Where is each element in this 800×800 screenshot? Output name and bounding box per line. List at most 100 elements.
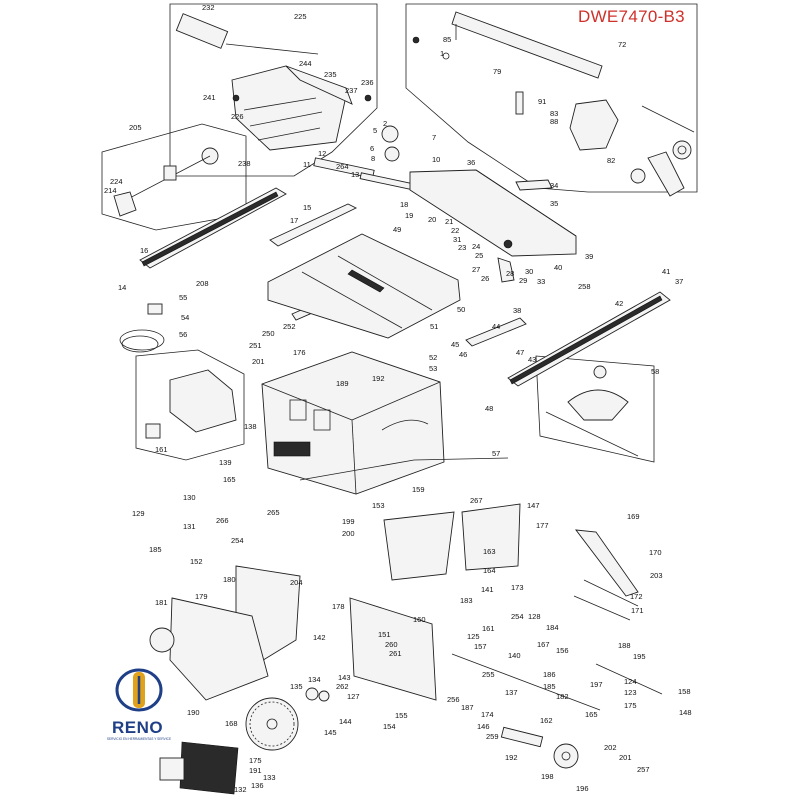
riving-knife-clamp xyxy=(569,99,619,151)
arbor-nut xyxy=(318,690,330,702)
part-label: 244 xyxy=(299,59,312,68)
part-label: 43 xyxy=(528,355,536,364)
part-label: 38 xyxy=(513,306,521,315)
arbor-flange xyxy=(305,687,319,701)
switch-housing xyxy=(169,369,237,433)
part-label: 143 xyxy=(338,673,351,682)
part-label: 50 xyxy=(457,305,465,314)
guard-bracket xyxy=(175,13,229,49)
guard-screw xyxy=(232,94,240,102)
part-label: 141 xyxy=(481,585,494,594)
part-label: 6 xyxy=(370,144,374,153)
part-label: 127 xyxy=(347,692,360,701)
part-label: 1 xyxy=(440,49,444,58)
part-label: 133 xyxy=(263,773,276,782)
reno-logo-emblem xyxy=(115,668,163,712)
part-label: 169 xyxy=(627,512,640,521)
part-label: 257 xyxy=(637,765,650,774)
part-label: 11 xyxy=(303,160,311,169)
part-label: 44 xyxy=(492,322,500,331)
part-label: 27 xyxy=(472,265,480,274)
motor-body xyxy=(179,741,239,795)
part-label: 267 xyxy=(470,496,483,505)
base-edge-1 xyxy=(261,383,353,421)
part-label: 161 xyxy=(482,624,495,633)
logo-wordmark: RENO xyxy=(112,718,164,737)
miter-gauge-head xyxy=(567,389,629,421)
part-number-labels: 232 225 72 85 1 79 91 244 235 236 237 24… xyxy=(104,3,692,794)
power-cord xyxy=(119,303,165,353)
part-label: 128 xyxy=(528,612,541,621)
part-label: 224 xyxy=(110,177,123,186)
part-label: 255 xyxy=(482,670,495,679)
part-label: 46 xyxy=(459,350,467,359)
part-label: 192 xyxy=(372,374,385,383)
riving-knife-assembly xyxy=(412,11,695,197)
part-label: 156 xyxy=(556,646,569,655)
part-label: 45 xyxy=(451,340,459,349)
part-label: 140 xyxy=(508,651,521,660)
part-label: 5 xyxy=(373,126,377,135)
part-label: 28 xyxy=(506,269,514,278)
part-label: 23 xyxy=(458,243,466,252)
part-label: 161 xyxy=(155,445,168,454)
lock-knob xyxy=(113,191,137,217)
part-label: 47 xyxy=(516,348,524,357)
miter-gauge-bar xyxy=(545,411,639,457)
part-label: 144 xyxy=(339,717,352,726)
part-label: 85 xyxy=(443,35,451,44)
miter-slot-right xyxy=(337,255,433,311)
fence-lock-handle xyxy=(515,179,553,191)
riving-knife-group-outline xyxy=(405,3,698,193)
dust-chute xyxy=(383,511,455,581)
part-label: 51 xyxy=(430,322,438,331)
part-label: 256 xyxy=(447,695,460,704)
part-label: 137 xyxy=(505,688,518,697)
part-label: 160 xyxy=(413,615,426,624)
part-label: 259 xyxy=(486,732,499,741)
part-label: 30 xyxy=(525,267,533,276)
part-label: 88 xyxy=(550,117,558,126)
part-label: 265 xyxy=(267,508,280,517)
base-vent-2 xyxy=(313,409,331,431)
part-label: 172 xyxy=(630,592,643,601)
part-label: 158 xyxy=(678,687,691,696)
table-top xyxy=(267,233,461,339)
part-label: 31 xyxy=(453,235,461,244)
part-label: 82 xyxy=(607,156,615,165)
part-label: 168 xyxy=(225,719,238,728)
part-label: 57 xyxy=(492,449,500,458)
part-label: 17 xyxy=(290,216,298,225)
part-label: 58 xyxy=(651,367,659,376)
part-label: 35 xyxy=(550,199,558,208)
part-label: 225 xyxy=(294,12,307,21)
part-label: 39 xyxy=(585,252,593,261)
part-label: 33 xyxy=(537,277,545,286)
cord-plug xyxy=(147,303,163,315)
part-label: 208 xyxy=(196,279,209,288)
part-label: 130 xyxy=(183,493,196,502)
part-label: 159 xyxy=(412,485,425,494)
part-label: 155 xyxy=(395,711,408,720)
throat-opening xyxy=(347,269,385,293)
part-label: 138 xyxy=(244,422,257,431)
rail-right-rear xyxy=(465,317,527,347)
part-label: 175 xyxy=(624,701,637,710)
bevel-arm xyxy=(575,529,639,597)
base-handle xyxy=(273,441,311,457)
blade-lock-assembly xyxy=(113,147,219,217)
part-label: 16 xyxy=(140,246,148,255)
knife-nut xyxy=(412,36,420,44)
base-housing xyxy=(261,351,445,495)
logo-tagline: SERVICIO EN HERRAMIENTAS Y SERVICE xyxy=(106,737,172,741)
switch-box-outline xyxy=(135,349,245,461)
part-label: 24 xyxy=(472,242,480,251)
blade-arbor-hole xyxy=(266,718,278,730)
part-label: 131 xyxy=(183,522,196,531)
part-label: 187 xyxy=(461,703,474,712)
part-label: 214 xyxy=(104,186,117,195)
trunnion-assembly xyxy=(149,503,639,701)
part-label: 147 xyxy=(527,501,540,510)
part-label: 250 xyxy=(262,329,275,338)
